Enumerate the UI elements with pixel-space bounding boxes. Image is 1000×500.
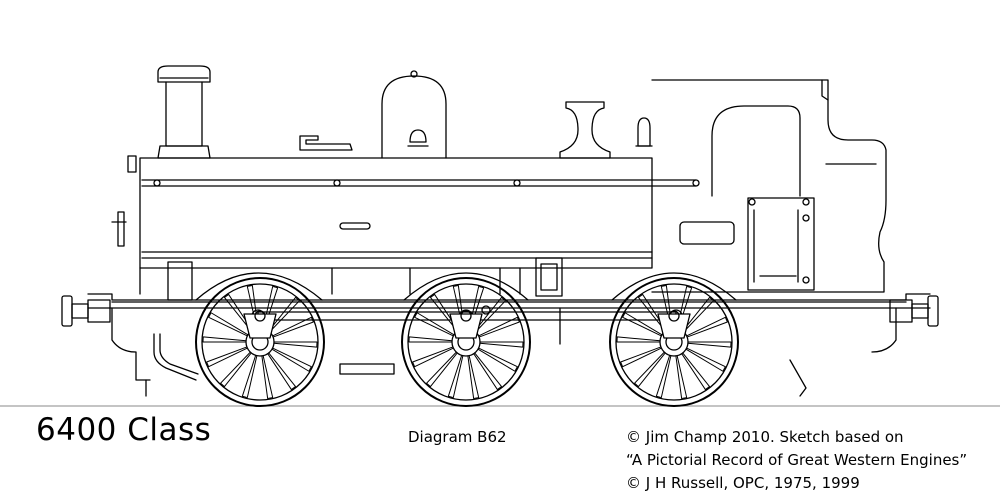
cab xyxy=(651,79,887,293)
front-buffer xyxy=(61,295,111,327)
pannier-tank xyxy=(139,157,700,269)
class-title: 6400 Class xyxy=(36,412,212,448)
credit-line-1: © Jim Champ 2010. Sketch based on xyxy=(626,428,904,446)
dome xyxy=(381,70,447,159)
chimney xyxy=(157,65,211,159)
running-plate xyxy=(87,257,931,309)
wheel-1 xyxy=(195,277,325,407)
wheel-2 xyxy=(401,277,531,407)
top-fittings xyxy=(299,129,429,151)
rear-guard xyxy=(789,359,807,397)
frames xyxy=(111,307,897,381)
front-pipework xyxy=(145,333,199,397)
rear-buffer xyxy=(889,295,939,327)
credit-line-2: “A Pictorial Record of Great Western Eng… xyxy=(626,451,968,469)
wheel-3 xyxy=(609,277,739,407)
driving-wheels xyxy=(195,277,739,407)
diagram-number: Diagram B62 xyxy=(408,428,507,446)
splashers xyxy=(195,272,737,301)
credit-line-3: © J H Russell, OPC, 1975, 1999 xyxy=(626,474,860,492)
smokebox-fittings xyxy=(111,155,137,247)
safety-valve xyxy=(559,101,653,159)
